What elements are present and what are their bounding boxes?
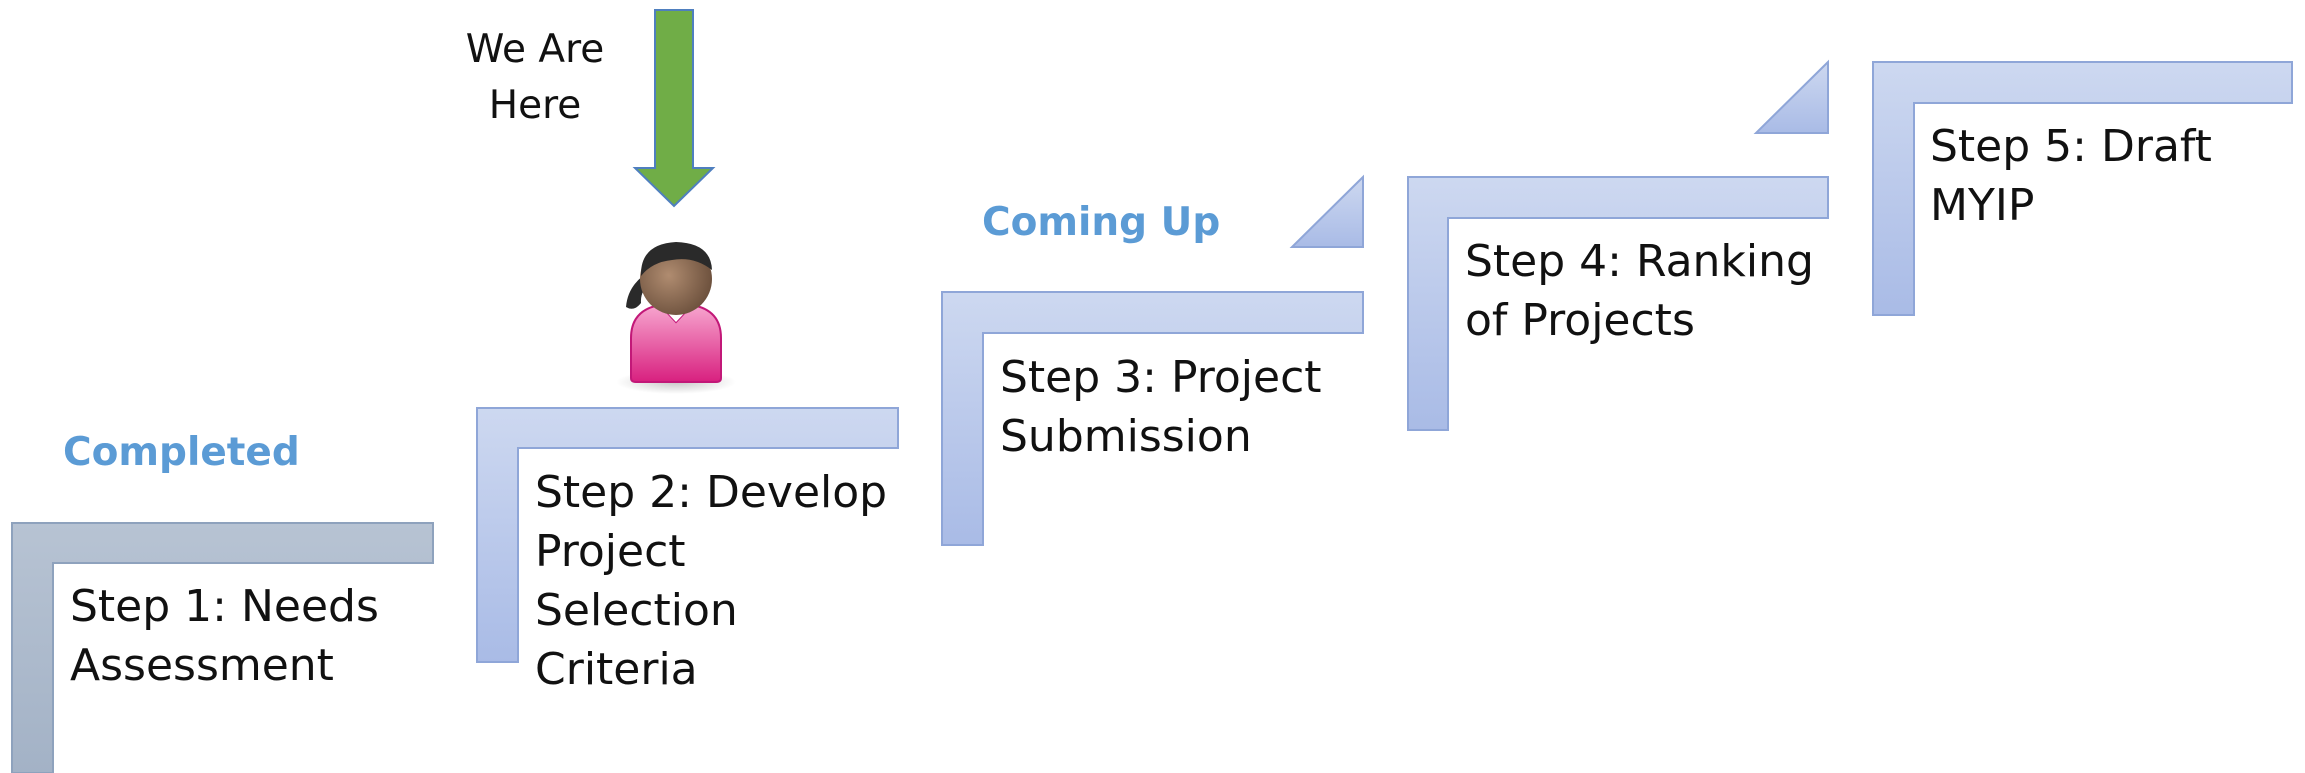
step-5-label: Step 5: Draft MYIP [1930,121,2212,231]
step-1-label: Step 1: Needs Assessment [70,581,379,691]
step-3-stair [941,291,1364,546]
down-arrow-icon [632,9,716,208]
step-2-stair [476,407,899,663]
step-1-stair [11,522,434,773]
completed-label: Completed [63,430,300,475]
step-4-corner-triangle [1289,174,1364,248]
step-3-label: Step 3: Project Submission [1000,352,1322,462]
step-4-stair [1407,176,1829,431]
step-5-stair [1872,61,2293,316]
person-icon [616,242,736,394]
we-are-here-label: We Are Here [465,27,605,128]
coming-up-label: Coming Up [982,200,1221,245]
step-2-label: Step 2: Develop Project Selection Criter… [535,467,888,695]
step-5-corner-triangle [1753,59,1829,134]
step-4-label: Step 4: Ranking of Projects [1465,236,1814,346]
